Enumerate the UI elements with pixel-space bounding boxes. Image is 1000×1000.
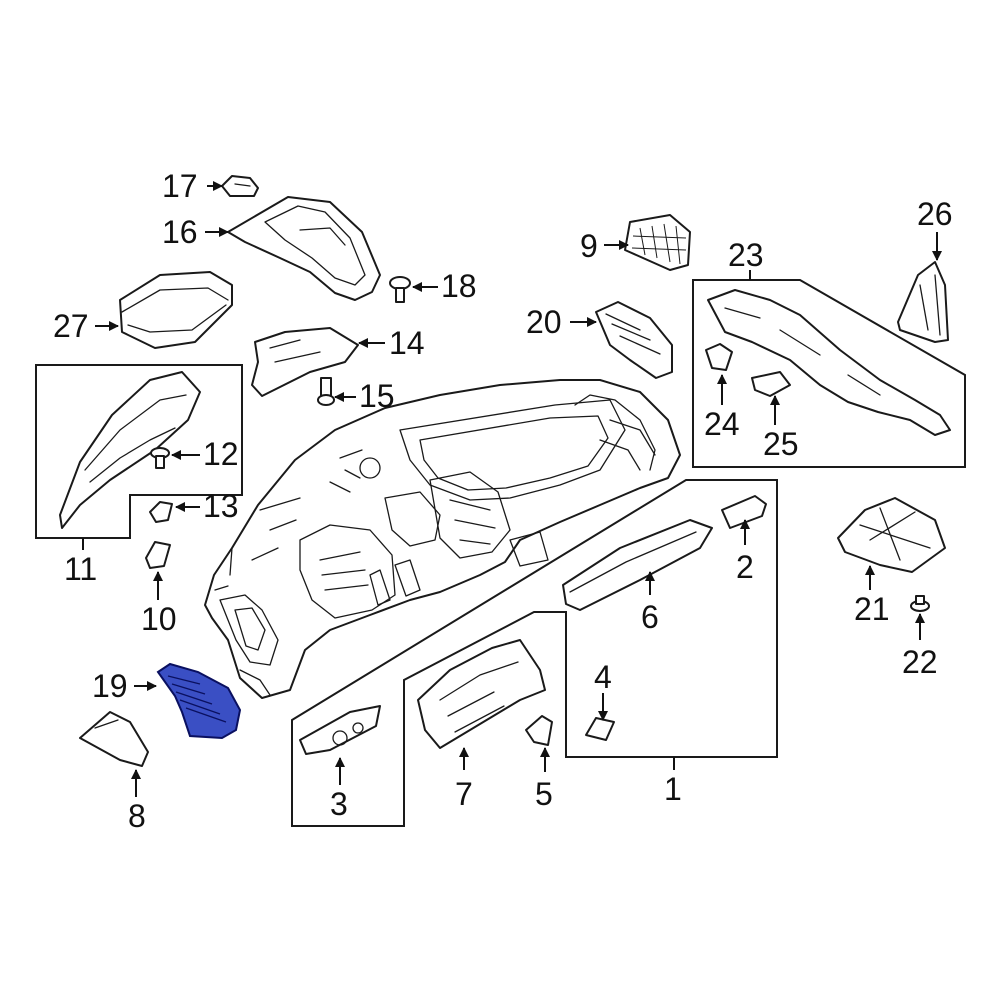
label-18: 18 [441,268,477,304]
part-14-bracket[interactable] [251,327,359,397]
part-8-end-cap[interactable] [79,711,149,767]
label-20: 20 [526,304,562,340]
part-23-crosscar-beam[interactable] [707,289,951,436]
label-19: 19 [92,668,128,704]
label-21: 21 [854,591,890,627]
callout-labels: 1 2 3 4 5 6 7 8 9 10 11 12 13 14 15 16 1… [53,168,953,834]
leader-lines [82,181,942,797]
part-12-screw[interactable] [150,447,170,469]
label-10: 10 [141,601,177,637]
part-27-airbag[interactable] [119,271,233,349]
part-6-glove-box[interactable] [562,519,713,611]
part-5-bracket[interactable] [525,715,553,746]
part-26-cover[interactable] [897,261,949,343]
label-26: 26 [917,196,953,232]
part-19-air-duct[interactable] [156,662,242,740]
part-16-bezel[interactable] [227,196,381,301]
label-2: 2 [736,549,754,585]
part-9-vent-grille[interactable] [624,214,691,271]
part-24-bracket[interactable] [705,343,733,371]
label-4: 4 [594,659,612,695]
part-11-side-trim[interactable] [59,371,201,529]
instrument-panel[interactable] [204,379,681,699]
group-box-11 [35,364,243,539]
label-24: 24 [704,406,740,442]
part-2-latch[interactable] [721,495,767,529]
part-10-clip[interactable] [145,541,171,569]
part-3-switch-panel[interactable] [299,705,381,755]
label-23: 23 [728,237,764,273]
label-11: 11 [64,551,97,587]
label-1: 1 [664,771,682,807]
part-7-cluster-housing[interactable] [417,639,546,749]
part-15-bolt[interactable] [317,377,335,406]
part-13-clip[interactable] [149,501,173,523]
part-20-air-vent[interactable] [595,301,673,379]
label-13: 13 [203,488,239,524]
group-box-1 [291,479,778,827]
label-15: 15 [359,378,395,414]
label-7: 7 [455,776,473,812]
label-3: 3 [330,786,348,822]
label-14: 14 [389,325,425,361]
part-4-clip[interactable] [585,717,615,741]
label-27: 27 [53,308,89,344]
part-22-clip[interactable] [910,595,930,612]
label-12: 12 [203,436,239,472]
label-22: 22 [902,644,938,680]
label-6: 6 [641,599,659,635]
part-17-clip[interactable] [221,175,259,197]
label-16: 16 [162,214,198,250]
part-21-bracket-plate[interactable] [837,497,946,573]
label-9: 9 [580,228,598,264]
label-17: 17 [162,168,198,204]
part-25-bracket[interactable] [751,371,791,397]
label-5: 5 [535,776,553,812]
label-8: 8 [128,798,146,834]
part-18-screw[interactable] [389,276,411,303]
group-box-23 [692,279,966,468]
label-25: 25 [763,426,799,462]
